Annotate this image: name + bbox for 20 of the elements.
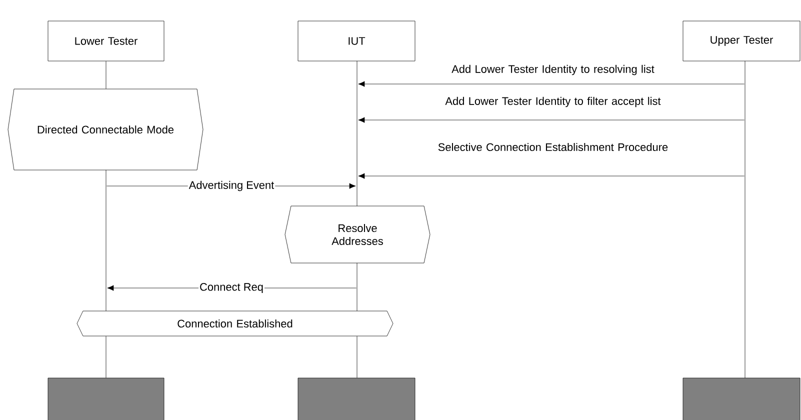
state-hexagon: Resolve Addresses (284, 206, 430, 264)
message-arrow (358, 81, 744, 87)
message-arrow (358, 173, 744, 179)
message-arrow (358, 117, 744, 123)
edge-label: Advertising Event (188, 180, 276, 192)
lifeline-end-bar (48, 378, 164, 420)
lifeline (356, 262, 358, 312)
edge-label: Add Lower Tester Identity to filter accept list (445, 96, 661, 108)
lifeline (356, 60, 358, 206)
lifeline (744, 60, 746, 378)
lifeline (356, 336, 358, 378)
state-hexagon: Directed Connectable Mode (8, 88, 204, 170)
lifeline-end-bar (298, 378, 416, 420)
participant-box: IUT (298, 20, 416, 62)
participant-box: Lower Tester (48, 20, 164, 62)
edge-label: Selective Connection Establishment Procedure (438, 142, 668, 152)
edge-label: Connect Req (198, 282, 264, 294)
edge-label: Add Lower Tester Identity to resolving list (452, 64, 654, 76)
lifeline-end-bar (682, 378, 800, 420)
participant-box: Upper Tester (682, 20, 800, 62)
